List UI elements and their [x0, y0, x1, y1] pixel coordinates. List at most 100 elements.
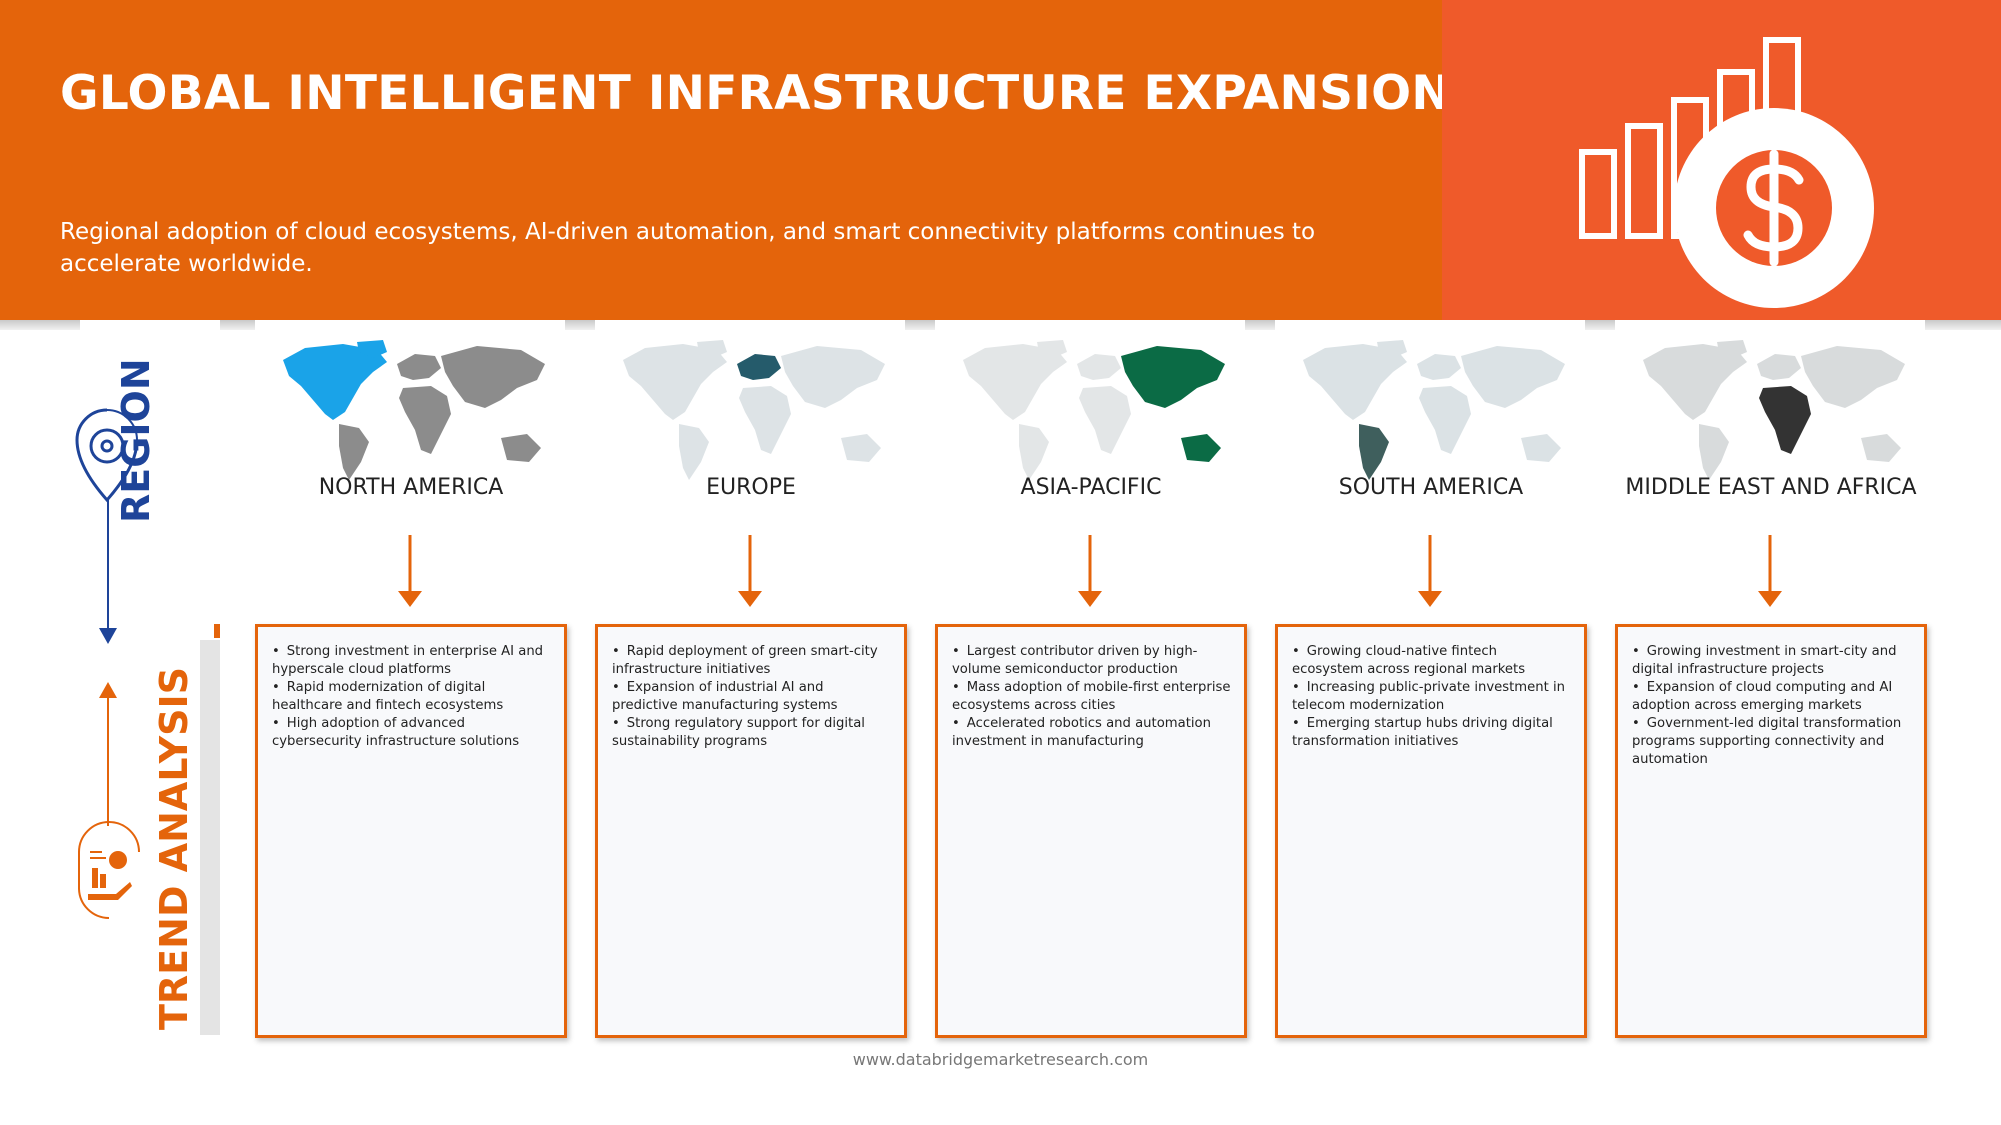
- header-shadow: [565, 320, 595, 330]
- header-shadow: [220, 320, 255, 330]
- trend-bullet: Accelerated robotics and automation inve…: [952, 715, 1232, 751]
- header-banner: GLOBAL INTELLIGENT INFRASTRUCTURE EXPANS…: [0, 0, 1451, 320]
- region-column-asia-pacific: ASIA-PACIFIC Largest contributor driven …: [935, 320, 1247, 1045]
- header-shadow: [1585, 320, 1615, 330]
- trend-bullet: Largest contributor driven by high-volum…: [952, 643, 1232, 679]
- trend-bullet: High adoption of advanced cybersecurity …: [272, 715, 552, 751]
- map-continent-eu: [737, 354, 781, 380]
- world-map-middle-east-africa-icon: [1643, 340, 1905, 480]
- map-continent-eu: [397, 354, 441, 380]
- map-continent-sa: [1699, 424, 1729, 480]
- trend-bullet: Strong investment in enterprise AI and h…: [272, 643, 552, 679]
- map-continent-na: [1643, 344, 1747, 420]
- arrow-down-icon: [99, 628, 117, 644]
- region-name: MIDDLE EAST AND AFRICA: [1625, 475, 1917, 500]
- map-continent-eu: [1417, 354, 1461, 380]
- trend-card: Growing investment in smart-city and dig…: [1615, 624, 1927, 1038]
- region-name: ASIA-PACIFIC: [1020, 475, 1162, 500]
- map-continent-as: [1121, 346, 1225, 408]
- trend-bullet-list: Growing cloud-native fintech ecosystem a…: [1278, 627, 1584, 751]
- arrow-down-icon: [1418, 535, 1442, 607]
- trend-gray-bar: [200, 640, 220, 1035]
- trend-bullet-list: Strong investment in enterprise AI and h…: [258, 627, 564, 751]
- map-continent-na: [1303, 344, 1407, 420]
- trend-bullet-list: Growing investment in smart-city and dig…: [1618, 627, 1924, 769]
- map-continent-af: [1419, 386, 1471, 454]
- trend-card: Growing cloud-native fintech ecosystem a…: [1275, 624, 1587, 1038]
- map-continent-as: [1461, 346, 1565, 408]
- hand-chart-icon: [78, 821, 140, 919]
- map-continent-na: [283, 344, 387, 420]
- location-pin-icon: [75, 408, 139, 503]
- map-continent-gl: [1717, 340, 1747, 358]
- map-continent-sa: [339, 424, 369, 480]
- trend-bullet: Growing investment in smart-city and dig…: [1632, 643, 1912, 679]
- trend-bullet-list: Largest contributor driven by high-volum…: [938, 627, 1244, 751]
- arrow-down-icon: [1078, 535, 1102, 607]
- region-column-north-america: NORTH AMERICA Strong investment in enter…: [255, 320, 567, 1045]
- map-continent-gl: [697, 340, 727, 358]
- trend-bullet: Expansion of industrial AI and predictiv…: [612, 679, 892, 715]
- trend-bullet: Rapid deployment of green smart-city inf…: [612, 643, 892, 679]
- trend-bullet: Government-led digital transformation pr…: [1632, 715, 1912, 769]
- map-continent-na: [963, 344, 1067, 420]
- region-axis-label: REGION: [114, 358, 158, 523]
- trend-bullet: Growing cloud-native fintech ecosystem a…: [1292, 643, 1572, 679]
- arrow-down-icon: [738, 535, 762, 607]
- world-map-north-america-icon: [283, 340, 545, 480]
- header-shadow: [1245, 320, 1275, 330]
- trend-bullet: Mass adoption of mobile-first enterprise…: [952, 679, 1232, 715]
- region-column-south-america: SOUTH AMERICA Growing cloud-native finte…: [1275, 320, 1587, 1045]
- map-continent-af: [399, 386, 451, 454]
- map-continent-au: [1861, 434, 1901, 462]
- map-continent-af: [1079, 386, 1131, 454]
- trend-card: Rapid deployment of green smart-city inf…: [595, 624, 907, 1038]
- trend-card: Strong investment in enterprise AI and h…: [255, 624, 567, 1038]
- map-continent-eu: [1757, 354, 1801, 380]
- map-continent-sa: [1019, 424, 1049, 480]
- map-continent-eu: [1077, 354, 1121, 380]
- region-name: NORTH AMERICA: [318, 475, 504, 500]
- trend-analysis-axis-label: TREND ANALYSIS: [152, 666, 196, 1030]
- map-continent-as: [1801, 346, 1905, 408]
- region-name: SOUTH AMERICA: [1338, 475, 1524, 500]
- arrow-up-icon: [99, 682, 117, 698]
- footer-url: www.databridgemarketresearch.com: [852, 1050, 1149, 1069]
- page-title: GLOBAL INTELLIGENT INFRASTRUCTURE EXPANS…: [60, 66, 1451, 121]
- trend-bullet: Strong regulatory support for digital su…: [612, 715, 892, 751]
- map-continent-gl: [1037, 340, 1067, 358]
- world-map-asia-pacific-icon: [963, 340, 1225, 480]
- map-continent-af: [1759, 386, 1811, 454]
- map-continent-as: [441, 346, 545, 408]
- region-guide-line: [107, 500, 109, 628]
- trend-guide-line: [107, 698, 109, 826]
- trend-bullet: Expansion of cloud computing and AI adop…: [1632, 679, 1912, 715]
- map-continent-af: [739, 386, 791, 454]
- trend-bullet-list: Rapid deployment of green smart-city inf…: [598, 627, 904, 751]
- map-continent-gl: [1377, 340, 1407, 358]
- map-continent-au: [1181, 434, 1221, 462]
- header-shadow: [1925, 320, 2001, 330]
- arrow-down-icon: [1758, 535, 1782, 607]
- trend-bullet: Increasing public-private investment in …: [1292, 679, 1572, 715]
- world-map-south-america-icon: [1303, 340, 1565, 480]
- arrow-down-icon: [398, 535, 422, 607]
- map-continent-na: [623, 344, 727, 420]
- page-subtitle: Regional adoption of cloud ecosystems, A…: [60, 219, 1316, 277]
- world-map-europe-icon: [623, 340, 885, 480]
- header-shadow: [905, 320, 935, 330]
- map-continent-au: [501, 434, 541, 462]
- trend-bullet: Rapid modernization of digital healthcar…: [272, 679, 552, 715]
- region-column-middle-east-africa: MIDDLE EAST AND AFRICA Growing investmen…: [1615, 320, 1927, 1045]
- trend-bullet: Emerging startup hubs driving digital tr…: [1292, 715, 1572, 751]
- map-continent-sa: [1359, 424, 1389, 480]
- trend-orange-tick: [214, 624, 220, 638]
- map-continent-sa: [679, 424, 709, 480]
- trend-card: Largest contributor driven by high-volum…: [935, 624, 1247, 1038]
- header-shadow: [0, 320, 80, 330]
- map-continent-au: [1521, 434, 1561, 462]
- map-continent-as: [781, 346, 885, 408]
- region-name: EUROPE: [706, 475, 796, 500]
- region-column-europe: EUROPE Rapid deployment of green smart-c…: [595, 320, 907, 1045]
- bar-chart-dollar-icon: [1579, 37, 1874, 308]
